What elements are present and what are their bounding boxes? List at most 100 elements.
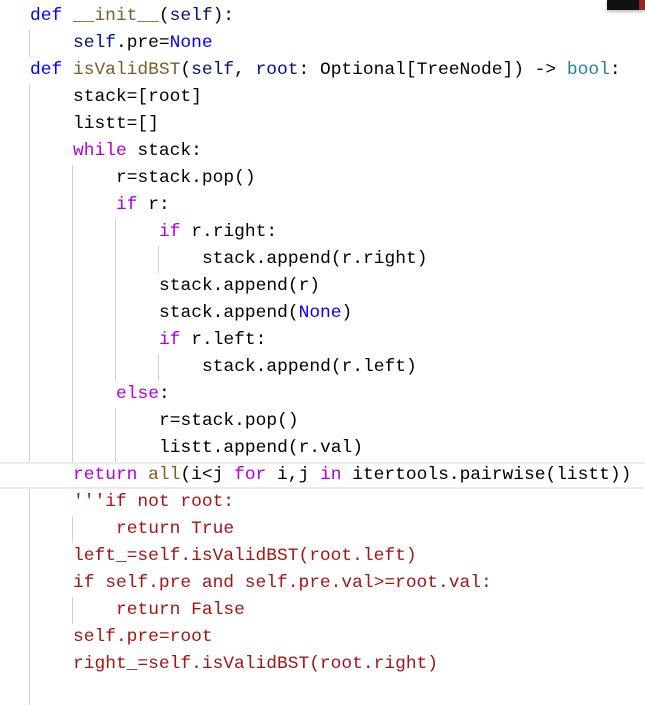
code-token: : bbox=[158, 384, 170, 404]
code-token: ) bbox=[341, 303, 353, 323]
indent-guide bbox=[115, 408, 116, 435]
indent-guide bbox=[158, 246, 159, 273]
code-token: stack.append( bbox=[159, 303, 299, 323]
code-line[interactable]: left_=self.isValidBST(root.left) bbox=[0, 543, 645, 570]
code-line[interactable]: def __init__(self): bbox=[0, 3, 645, 30]
indent-guide bbox=[29, 408, 30, 435]
keyword-token: None bbox=[169, 33, 213, 53]
code-line[interactable]: if r.right: bbox=[0, 219, 645, 246]
variable-token: self bbox=[169, 6, 213, 26]
code-token: i,j bbox=[266, 465, 320, 485]
indent-guide bbox=[72, 246, 73, 273]
indent-guide bbox=[29, 30, 30, 57]
code-token: r=stack.pop() bbox=[159, 411, 299, 431]
code-token: r=stack.pop() bbox=[116, 168, 256, 188]
code-line[interactable]: self.pre=None bbox=[0, 30, 645, 57]
function-name-token: isValidBST bbox=[72, 60, 181, 80]
string-token: left_=self.isValidBST(root.left) bbox=[73, 546, 417, 566]
code-text: stack.append(r) bbox=[159, 273, 320, 300]
code-line-current[interactable]: return all(i<j for i,j in itertools.pair… bbox=[0, 462, 645, 489]
indent-guide bbox=[29, 516, 30, 543]
string-token: return True bbox=[116, 519, 235, 539]
indent-guide bbox=[29, 327, 30, 354]
keyword-token: def bbox=[30, 60, 63, 80]
indent-guide bbox=[115, 246, 116, 273]
indent-guide bbox=[115, 354, 116, 381]
code-line[interactable]: stack.append(None) bbox=[0, 300, 645, 327]
indent-guide bbox=[72, 597, 73, 624]
indent-guide bbox=[29, 138, 30, 165]
indent-guide bbox=[29, 597, 30, 624]
code-line[interactable]: def isValidBST(self, root: Optional[Tree… bbox=[0, 57, 645, 84]
indent-guide bbox=[29, 354, 30, 381]
code-text: stack.append(r.right) bbox=[202, 246, 427, 273]
code-text: left_=self.isValidBST(root.left) bbox=[73, 543, 417, 570]
indent-guide bbox=[29, 381, 30, 408]
indent-guide bbox=[29, 84, 30, 111]
variable-token: root bbox=[255, 60, 299, 80]
code-token: .pre= bbox=[115, 33, 170, 53]
indent-guide bbox=[72, 354, 73, 381]
code-text: stack.append(None) bbox=[159, 300, 352, 327]
indent-guide bbox=[29, 273, 30, 300]
control-keyword-token: for bbox=[234, 465, 267, 485]
control-keyword-token: if bbox=[159, 330, 181, 350]
code-token: itertools.pairwise(listt)) bbox=[341, 465, 632, 485]
indent-guide bbox=[115, 300, 116, 327]
indent-guide bbox=[72, 219, 73, 246]
code-text: listt=[] bbox=[73, 111, 159, 138]
code-line[interactable]: return True bbox=[0, 516, 645, 543]
code-token: listt=[] bbox=[73, 114, 159, 134]
code-line[interactable]: if self.pre and self.pre.val>=root.val: bbox=[0, 570, 645, 597]
control-keyword-token: else bbox=[116, 384, 159, 404]
code-text: self.pre=root bbox=[73, 624, 213, 651]
code-line[interactable]: if r.left: bbox=[0, 327, 645, 354]
control-keyword-token: if bbox=[159, 222, 181, 242]
code-token: listt.append(r.val) bbox=[159, 438, 363, 458]
code-line[interactable]: r=stack.pop() bbox=[0, 165, 645, 192]
code-token: r.left: bbox=[180, 330, 267, 350]
code-line[interactable]: listt=[] bbox=[0, 111, 645, 138]
code-text: return all(i<j for i,j in itertools.pair… bbox=[73, 464, 631, 487]
code-line[interactable]: stack.append(r.left) bbox=[0, 354, 645, 381]
indent-guide bbox=[72, 300, 73, 327]
code-token: : bbox=[609, 60, 621, 80]
code-token: r: bbox=[137, 195, 170, 215]
code-text: stack=[root] bbox=[73, 84, 202, 111]
code-text: stack.append(r.left) bbox=[202, 354, 417, 381]
indent-guide bbox=[72, 327, 73, 354]
code-line[interactable]: listt.append(r.val) bbox=[0, 435, 645, 462]
indent-guide bbox=[115, 435, 116, 462]
code-line[interactable]: right_=self.isValidBST(root.right) bbox=[0, 651, 645, 678]
indent-guide bbox=[72, 435, 73, 462]
code-line[interactable]: stack.append(r.right) bbox=[0, 246, 645, 273]
code-line[interactable]: self.pre=root bbox=[0, 624, 645, 651]
indent-guide bbox=[29, 543, 30, 570]
indent-guide bbox=[29, 192, 30, 219]
code-line[interactable]: '''if not root: bbox=[0, 489, 645, 516]
indent-guide bbox=[72, 165, 73, 192]
code-token: ): bbox=[212, 6, 235, 26]
code-line[interactable]: stack.append(r) bbox=[0, 273, 645, 300]
window-corner-overlay bbox=[607, 0, 645, 10]
code-token: stack=[root] bbox=[73, 87, 202, 107]
code-line[interactable]: return False bbox=[0, 597, 645, 624]
type-token: bool bbox=[566, 60, 610, 80]
code-token bbox=[62, 60, 73, 80]
code-line[interactable]: else: bbox=[0, 381, 645, 408]
code-line[interactable]: while stack: bbox=[0, 138, 645, 165]
code-line[interactable]: stack=[root] bbox=[0, 84, 645, 111]
code-text: def isValidBST(self, root: Optional[Tree… bbox=[30, 57, 621, 84]
code-token: (i<j bbox=[180, 465, 235, 485]
code-text: return True bbox=[116, 516, 234, 543]
code-token: stack.append(r.left) bbox=[202, 357, 417, 377]
indent-guide bbox=[29, 570, 30, 597]
string-token: return False bbox=[116, 600, 245, 620]
string-token: if self.pre and self.pre.val>=root.val: bbox=[73, 573, 492, 593]
indent-guide bbox=[115, 219, 116, 246]
indent-guide bbox=[72, 408, 73, 435]
code-token: stack: bbox=[126, 141, 202, 161]
code-line[interactable]: if r: bbox=[0, 192, 645, 219]
code-line[interactable]: r=stack.pop() bbox=[0, 408, 645, 435]
